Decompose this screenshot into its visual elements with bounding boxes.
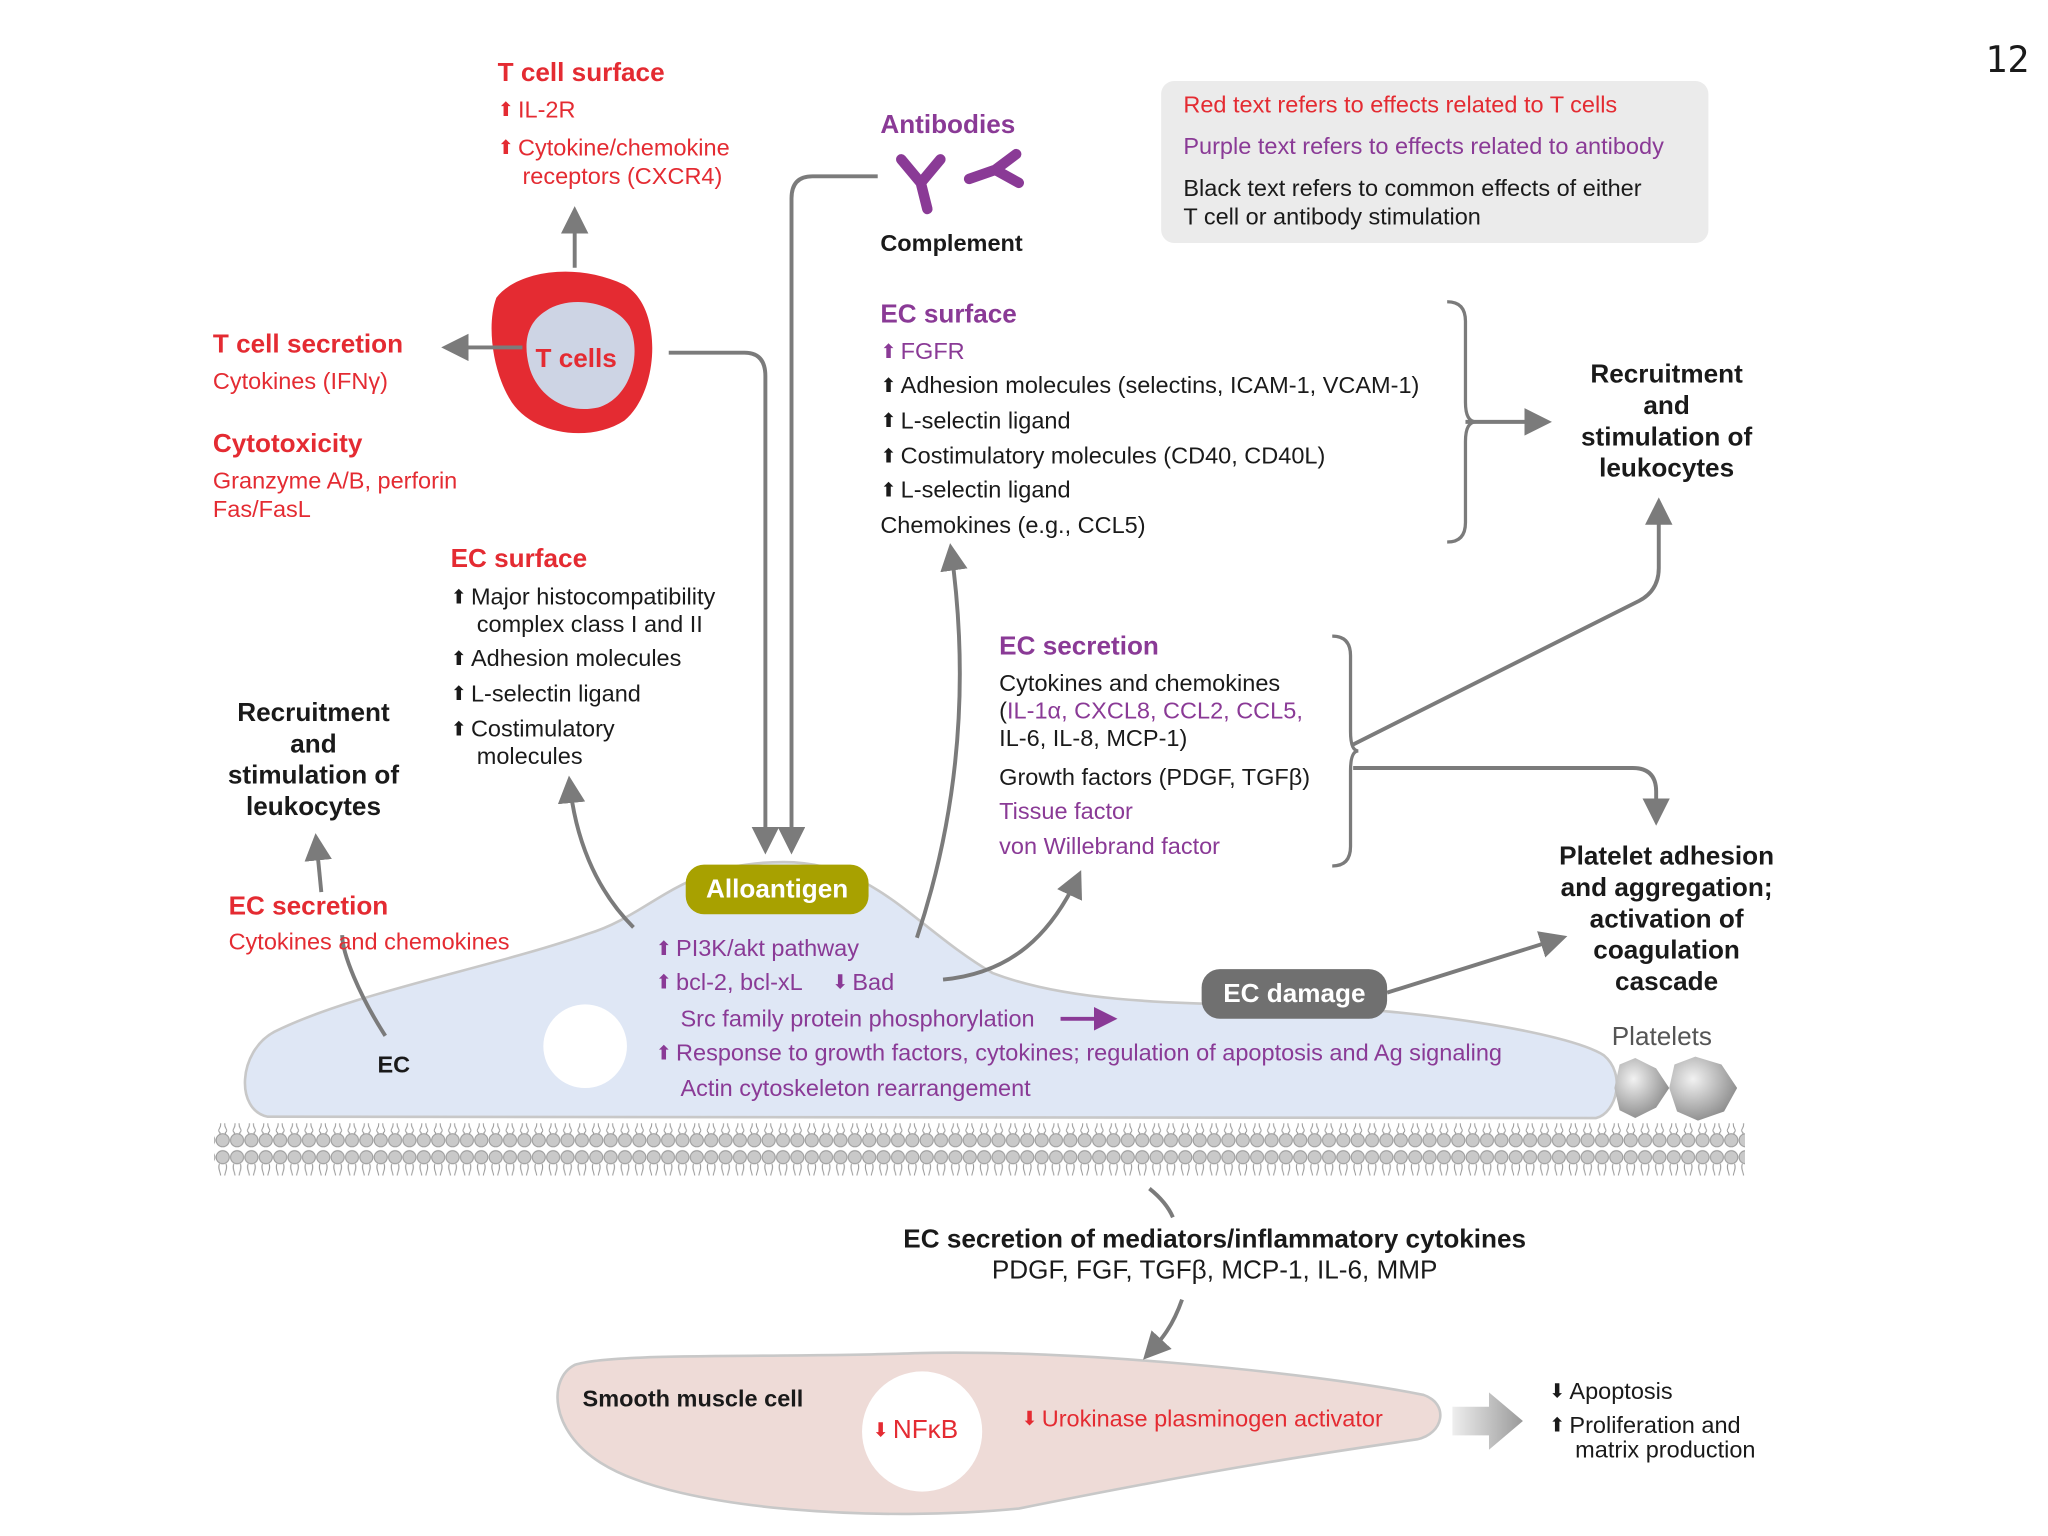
- tcell-secretion-item: Cytokines (IFNγ): [212, 368, 388, 395]
- platelet-text-1: Platelet adhesion: [1559, 842, 1775, 872]
- smc-upa: Urokinase plasminogen activator: [1021, 1405, 1383, 1432]
- legend-red-text: Red text refers to effects related to T …: [1183, 91, 1618, 118]
- grouping-braces: [1332, 300, 1477, 868]
- mediators-list: PDGF, FGF, TGFβ, MCP-1, IL-6, MMP: [991, 1256, 1438, 1286]
- platelet-text-4: coagulation: [1593, 936, 1740, 966]
- ec-secretion-left-item: Cytokines and chemokines: [228, 928, 510, 955]
- ec-internal-response: Response to growth factors, cytokines; r…: [656, 1040, 1502, 1067]
- platelet-text-2: and aggregation;: [1560, 873, 1773, 903]
- legend-purple-text: Purple text refers to effects related to…: [1183, 133, 1664, 160]
- ec-surface-left-costim-2: molecules: [476, 743, 583, 770]
- tcell-nucleus: [526, 302, 635, 410]
- ec-surface-left-mhc-1: Major histocompatibility: [451, 584, 715, 611]
- platelets-shapes: [1614, 1056, 1738, 1121]
- smc-prolif-1: Proliferation and: [1549, 1412, 1740, 1439]
- smc-title: Smooth muscle cell: [582, 1385, 804, 1412]
- legend-black-text-2: T cell or antibody stimulation: [1183, 203, 1481, 230]
- ec-surface-left-lselectin: L-selectin ligand: [451, 680, 641, 707]
- ec-secretion-right-tissue: Tissue factor: [999, 798, 1133, 825]
- antibodies-title: Antibodies: [880, 111, 1016, 140]
- recruit-left-2: and: [290, 730, 337, 759]
- ec-surface-top-lselectin-1: L-selectin ligand: [880, 408, 1071, 435]
- tcell-surface-title: T cell surface: [497, 58, 665, 88]
- cytotoxicity-title: Cytotoxicity: [212, 429, 363, 459]
- ec-nucleus: [543, 1004, 627, 1088]
- ec-secretion-left-title: EC secretion: [228, 892, 389, 921]
- ec-surface-top-chemokines: Chemokines (e.g., CCL5): [880, 511, 1146, 539]
- cytotoxicity-item-1: Granzyme A/B, perforin: [212, 467, 458, 494]
- ec-secretion-right-cyto-1: Cytokines and chemokines: [999, 670, 1281, 697]
- ec-surface-left-costim-1: Costimulatory: [451, 716, 615, 743]
- platelets-label: Platelets: [1611, 1022, 1712, 1052]
- page-number: 12: [1985, 37, 2030, 81]
- smc-nfkb: NFκB: [872, 1416, 958, 1446]
- ec-internal-src: Src family protein phosphorylation: [680, 1005, 1035, 1032]
- legend-black-text-1: Black text refers to common effects of e…: [1183, 175, 1642, 202]
- recruit-right-2: and: [1643, 391, 1690, 421]
- ec-internal-pi3k: PI3K/akt pathway: [656, 935, 859, 962]
- recruit-right-3: stimulation of: [1580, 423, 1753, 452]
- ec-surface-left-title: EC surface: [450, 544, 588, 574]
- smc-prolif-2: matrix production: [1575, 1436, 1756, 1463]
- recruit-right-1: Recruitment: [1590, 360, 1743, 390]
- recruit-right-4: leukocytes: [1599, 454, 1735, 484]
- cyto-purple-list: IL-1α, CXCL8, CCL2, CCL5,: [1007, 697, 1303, 724]
- complement-label: Complement: [880, 229, 1023, 256]
- smc-output-arrow: [1452, 1392, 1523, 1450]
- ec-internal-actin: Actin cytoskeleton rearrangement: [680, 1074, 1031, 1102]
- smc-apoptosis: Apoptosis: [1549, 1378, 1672, 1405]
- cytotoxicity-item-2: Fas/FasL: [212, 496, 311, 523]
- tcell-surface-il2r: IL-2R: [498, 97, 575, 124]
- ec-secretion-right-growth: Growth factors (PDGF, TGFβ): [999, 764, 1311, 791]
- recruit-left-3: stimulation of: [227, 761, 400, 791]
- platelet-text-5: cascade: [1615, 967, 1719, 997]
- platelet-text-3: activation of: [1589, 905, 1744, 934]
- ec-surface-top-title: EC surface: [880, 300, 1017, 330]
- basement-membrane: [214, 1123, 1745, 1176]
- ec-surface-left-adhesion: Adhesion molecules: [451, 645, 681, 672]
- ec-surface-top-adhesion: Adhesion molecules (selectins, ICAM-1, V…: [880, 372, 1420, 399]
- tcells-label: T cells: [535, 344, 617, 374]
- ec-internal-bcl: bcl-2, bcl-xL: [656, 969, 803, 996]
- smooth-muscle-cell-body: [556, 1351, 1442, 1516]
- legend-box: [1161, 80, 1709, 243]
- antibody-shapes: [895, 148, 1024, 215]
- ec-secretion-right-cyto-3: IL-6, IL-8, MCP-1): [999, 724, 1188, 752]
- cyto-paren: (: [999, 697, 1008, 724]
- tcell-surface-receptors-2: receptors (CXCR4): [522, 163, 723, 190]
- ec-damage-label: EC damage: [1201, 969, 1388, 1019]
- ec-surface-top-fgfr: FGFR: [880, 338, 965, 365]
- ec-surface-top-lselectin-2: L-selectin ligand: [880, 477, 1071, 504]
- alloantigen-label: Alloantigen: [685, 864, 869, 915]
- tcell-surface-receptors-1: Cytokine/chemokine: [498, 135, 730, 162]
- recruit-left-1: Recruitment: [237, 698, 390, 728]
- tcell-secretion-title: T cell secretion: [212, 330, 404, 360]
- ec-surface-left-mhc-2: complex class I and II: [476, 611, 703, 638]
- connector-arrows: [304, 174, 1673, 1360]
- ec-secretion-right-vwf: von Willebrand factor: [999, 833, 1221, 860]
- ec-secretion-right-cyto-2: (IL-1α, CXCL8, CCL2, CCL5,: [999, 697, 1303, 724]
- ec-secretion-right-title: EC secretion: [999, 632, 1159, 661]
- ec-surface-top-costim: Costimulatory molecules (CD40, CD40L): [880, 443, 1326, 470]
- recruit-left-4: leukocytes: [245, 792, 381, 822]
- ec-internal-bad: Bad: [832, 969, 894, 996]
- ec-label: EC: [377, 1051, 411, 1078]
- mediators-title: EC secretion of mediators/inflammatory c…: [903, 1225, 1527, 1254]
